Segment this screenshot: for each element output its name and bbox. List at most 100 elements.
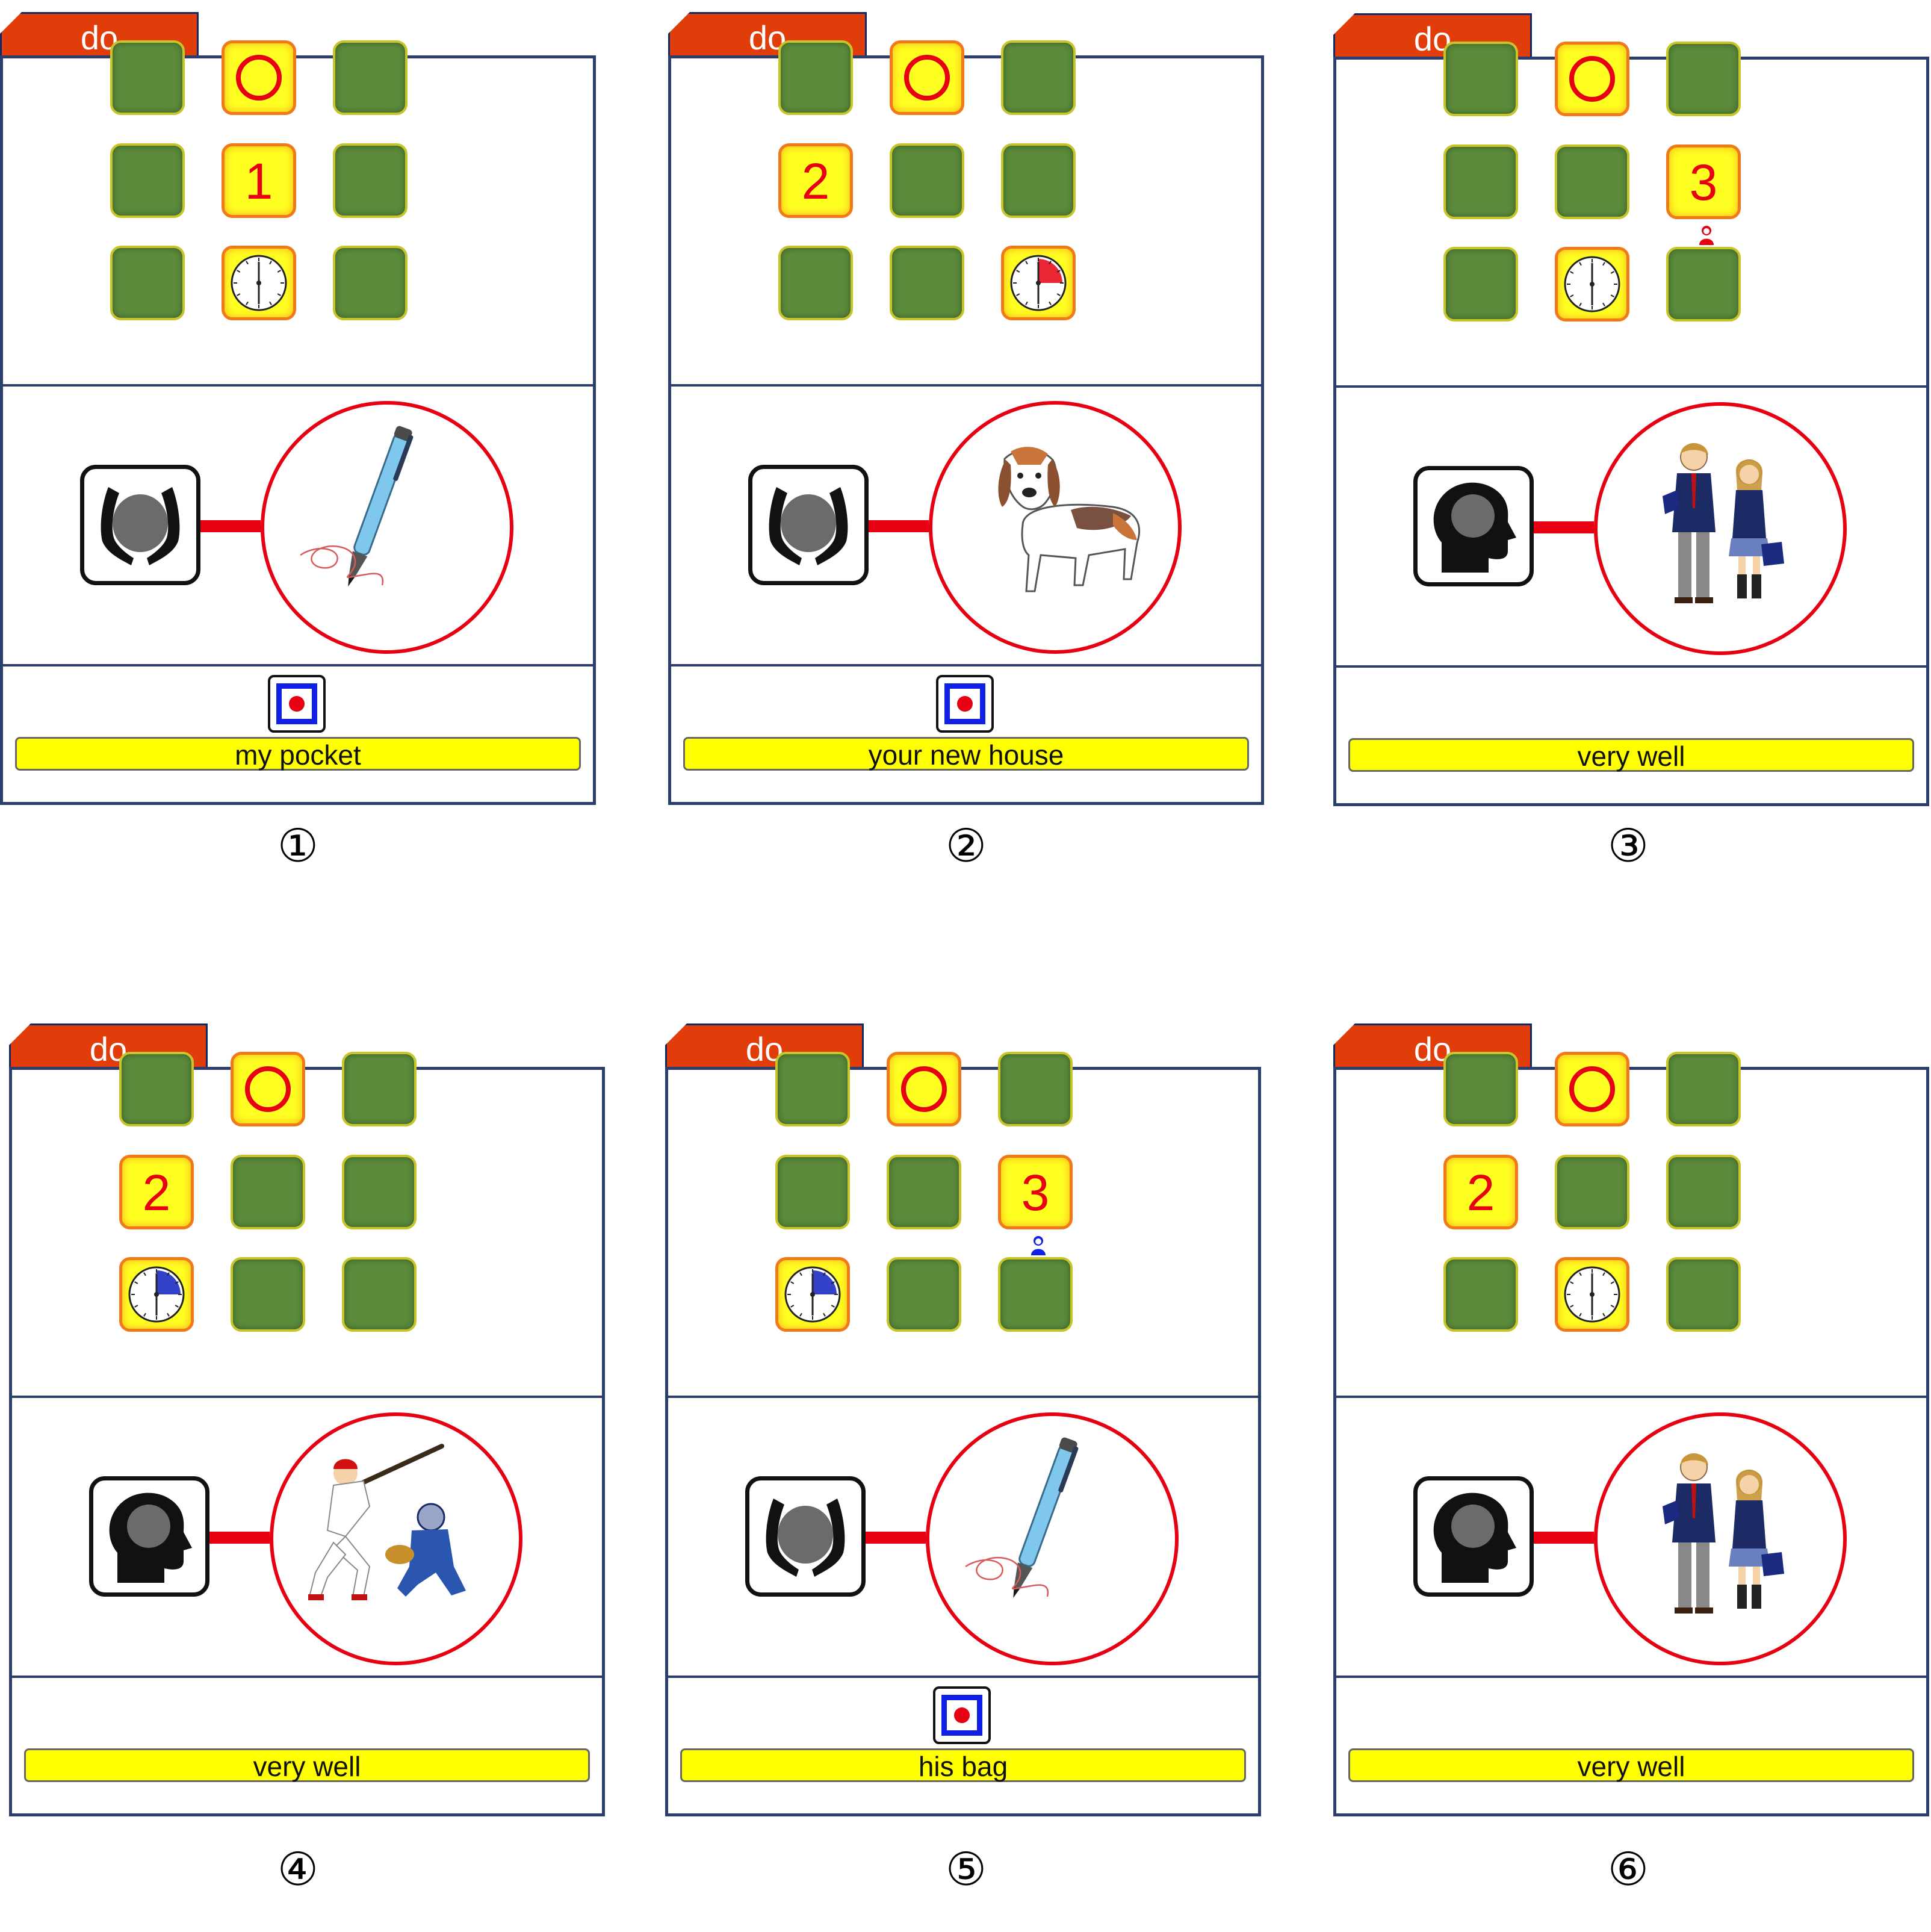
circle-tile[interactable] bbox=[887, 1052, 961, 1126]
number-tile[interactable]: 1 bbox=[222, 143, 296, 218]
card-tab[interactable]: do bbox=[0, 12, 199, 55]
grid-tile[interactable] bbox=[1555, 1155, 1629, 1229]
association-panel bbox=[671, 387, 1261, 666]
grid-tile[interactable] bbox=[775, 1052, 850, 1126]
answer-panel: very well bbox=[12, 1678, 602, 1813]
grid-tile[interactable] bbox=[342, 1257, 417, 1332]
grid-tile[interactable] bbox=[231, 1155, 305, 1229]
clock-icon bbox=[128, 1266, 185, 1323]
circle-icon bbox=[1569, 56, 1615, 102]
grid-tile[interactable] bbox=[1001, 40, 1076, 115]
circle-tile[interactable] bbox=[1555, 42, 1629, 116]
association-panel bbox=[3, 387, 593, 666]
hands-head-icon[interactable] bbox=[745, 1476, 866, 1597]
circle-tile[interactable] bbox=[231, 1052, 305, 1126]
baseball-icon[interactable] bbox=[270, 1412, 522, 1665]
target-icon[interactable] bbox=[933, 1686, 991, 1744]
circle-tile[interactable] bbox=[222, 40, 296, 115]
target-icon[interactable] bbox=[268, 675, 326, 733]
tile-grid: 1 bbox=[3, 40, 593, 387]
answer-panel: your new house bbox=[671, 666, 1261, 802]
clock-tile[interactable] bbox=[119, 1257, 194, 1332]
number-tile[interactable]: 3 bbox=[998, 1155, 1073, 1255]
hands-head-icon[interactable] bbox=[748, 465, 869, 585]
association-panel bbox=[12, 1398, 602, 1678]
students-icon[interactable] bbox=[1594, 402, 1847, 655]
grid-tile[interactable] bbox=[110, 246, 185, 320]
grid-tile[interactable] bbox=[890, 246, 964, 320]
grid-tile[interactable] bbox=[1443, 42, 1518, 116]
grid-tile[interactable] bbox=[110, 40, 185, 115]
connector-line bbox=[1534, 1532, 1594, 1544]
grid-tile[interactable] bbox=[1443, 247, 1518, 321]
dog-icon[interactable] bbox=[929, 401, 1182, 654]
grid-tile[interactable] bbox=[1001, 143, 1076, 218]
thinking-head-icon[interactable] bbox=[1413, 1476, 1534, 1597]
grid-tile[interactable] bbox=[887, 1155, 961, 1229]
person-icon bbox=[1031, 1236, 1046, 1255]
tile-number: 3 bbox=[1021, 1164, 1050, 1221]
hands-head-icon[interactable] bbox=[80, 465, 200, 585]
clock-tile[interactable] bbox=[222, 246, 296, 320]
answer-label: my pocket bbox=[15, 737, 581, 771]
tile-grid: 3 bbox=[1336, 42, 1926, 388]
grid-tile[interactable] bbox=[887, 1257, 961, 1332]
tile-grid: 2 bbox=[671, 40, 1261, 387]
grid-tile[interactable] bbox=[119, 1052, 194, 1126]
answer-label: his bag bbox=[680, 1748, 1246, 1782]
card-frame: 2 very well bbox=[9, 1052, 605, 1816]
clock-tile[interactable] bbox=[1001, 246, 1076, 320]
grid-tile[interactable] bbox=[998, 1257, 1073, 1332]
answer-panel: my pocket bbox=[3, 666, 593, 802]
grid-tile[interactable] bbox=[890, 143, 964, 218]
number-tile[interactable]: 2 bbox=[778, 143, 853, 218]
grid-tile[interactable] bbox=[1443, 144, 1518, 219]
grid-tile[interactable] bbox=[1666, 42, 1741, 116]
grid-tile[interactable] bbox=[342, 1052, 417, 1126]
grid-tile[interactable] bbox=[1666, 1155, 1741, 1229]
thinking-head-icon[interactable] bbox=[89, 1476, 209, 1597]
pen-icon[interactable] bbox=[926, 1412, 1179, 1665]
clock-icon bbox=[1010, 255, 1067, 311]
grid-tile[interactable] bbox=[333, 246, 408, 320]
target-icon[interactable] bbox=[936, 675, 994, 733]
grid-tile[interactable] bbox=[1555, 144, 1629, 219]
grid-tile[interactable] bbox=[1443, 1052, 1518, 1126]
card-tab[interactable]: do bbox=[668, 12, 867, 55]
tile-number: 2 bbox=[801, 153, 830, 210]
grid-tile[interactable] bbox=[1443, 1257, 1518, 1332]
clock-icon bbox=[784, 1266, 841, 1323]
tile-number: 2 bbox=[142, 1164, 171, 1221]
circle-tile[interactable] bbox=[890, 40, 964, 115]
grid-tile[interactable] bbox=[998, 1052, 1073, 1126]
grid-tile[interactable] bbox=[1666, 247, 1741, 321]
grid-tile[interactable] bbox=[342, 1155, 417, 1229]
grid-tile[interactable] bbox=[778, 246, 853, 320]
clock-tile[interactable] bbox=[775, 1257, 850, 1332]
grid-tile[interactable] bbox=[1666, 1257, 1741, 1332]
circle-tile[interactable] bbox=[1555, 1052, 1629, 1126]
grid-tile[interactable] bbox=[231, 1257, 305, 1332]
connector-line bbox=[1534, 521, 1594, 533]
tile-number: 1 bbox=[244, 153, 273, 210]
card-frame: 1 my pocket bbox=[0, 40, 596, 805]
pen-icon[interactable] bbox=[261, 401, 513, 654]
clock-tile[interactable] bbox=[1555, 1257, 1629, 1332]
number-tile[interactable]: 2 bbox=[119, 1155, 194, 1229]
grid-tile[interactable] bbox=[775, 1155, 850, 1229]
thinking-head-icon[interactable] bbox=[1413, 466, 1534, 586]
answer-panel: his bag bbox=[668, 1678, 1258, 1813]
number-tile[interactable]: 3 bbox=[1666, 144, 1741, 245]
grid-tile[interactable] bbox=[1666, 1052, 1741, 1126]
grid-tile[interactable] bbox=[110, 143, 185, 218]
grid-tile[interactable] bbox=[333, 40, 408, 115]
clock-tile[interactable] bbox=[1555, 247, 1629, 321]
students-icon[interactable] bbox=[1594, 1412, 1847, 1665]
card-frame: 2 your new house bbox=[668, 40, 1264, 805]
grid-tile[interactable] bbox=[778, 40, 853, 115]
number-tile[interactable]: 2 bbox=[1443, 1155, 1518, 1229]
grid-tile[interactable] bbox=[333, 143, 408, 218]
association-panel bbox=[1336, 1398, 1926, 1678]
